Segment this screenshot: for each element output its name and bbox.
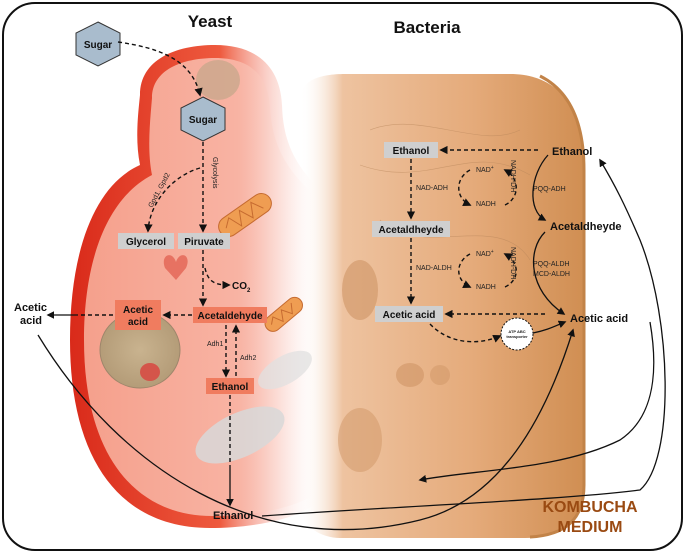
svg-text:Acetic: Acetic <box>123 305 153 316</box>
acetaldheyde-bacteria-box: Acetaldheyde <box>372 221 450 237</box>
svg-text:Sugar: Sugar <box>189 115 217 126</box>
acetic-acid-right-label: Acetic acid <box>570 313 628 325</box>
acetic-acid-left-label-2: acid <box>20 315 42 327</box>
svg-text:Acetic acid: Acetic acid <box>383 310 436 321</box>
svg-text:transporter: transporter <box>506 334 528 339</box>
nadh-2: NADH <box>476 284 496 291</box>
pqq-adh-label: PQQ-ADH <box>533 186 566 193</box>
acetaldheyde-right-label: Acetaldheyde <box>550 221 622 233</box>
nad-plus-2: NAD+ <box>476 249 494 258</box>
svg-text:Ethanol: Ethanol <box>393 146 430 157</box>
sugar-inside-hexagon: Sugar <box>180 96 226 142</box>
mcd-aldh-label: MCD-ALDH <box>533 271 570 278</box>
acetaldehyde-yeast-box: Acetaldehyde <box>193 307 267 323</box>
ethanol-right-label: Ethanol <box>552 146 592 158</box>
svg-text:acid: acid <box>128 317 148 328</box>
svg-text:Ethanol: Ethanol <box>212 382 249 393</box>
yeast-title: Yeast <box>188 12 233 31</box>
ethanol-bacteria-box: Ethanol <box>384 142 438 158</box>
glycolysis-label: Glycolysis <box>211 157 218 189</box>
nadh-1: NADH <box>476 201 496 208</box>
sugar-outside-hexagon: Sugar <box>75 21 121 67</box>
medium-label: MEDIUM <box>558 519 623 536</box>
adh2-label: Adh2 <box>240 355 256 362</box>
svg-text:Piruvate: Piruvate <box>184 237 224 248</box>
yeast-cell <box>70 45 320 528</box>
nad-adh-label: NAD-ADH <box>416 185 448 192</box>
glycerol-box: Glycerol <box>118 233 174 249</box>
svg-text:ATP ABC: ATP ABC <box>508 329 525 334</box>
svg-text:Sugar: Sugar <box>84 40 112 51</box>
bacteria-title: Bacteria <box>393 18 461 37</box>
ethanol-bottom-label: Ethanol <box>213 510 253 522</box>
svg-text:Acetaldheyde: Acetaldheyde <box>378 225 443 236</box>
membrane-nadh-dh-2: NADH-DH <box>509 247 516 279</box>
ethanol-yeast-box: Ethanol <box>206 378 254 394</box>
pqq-aldh-label: PQQ-ALDH <box>533 261 570 268</box>
svg-text:Glycerol: Glycerol <box>126 237 166 248</box>
nad-aldh-label: NAD-ALDH <box>416 265 452 272</box>
piruvate-box: Piruvate <box>178 233 230 249</box>
kombucha-label: KOMBUCHA <box>542 499 638 516</box>
acetic-acid-left-label: Acetic <box>14 302 47 314</box>
membrane-nadh-dh-1: NADH-DH <box>509 160 516 192</box>
atp-abc-transporter: ATP ABC transporter <box>500 317 534 351</box>
co2-label: CO2 <box>232 281 251 294</box>
nad-plus-1: NAD+ <box>476 165 494 174</box>
acetic-acid-bacteria-box: Acetic acid <box>375 306 443 322</box>
adh1-label: Adh1 <box>207 341 223 348</box>
acetic-acid-yeast-box: Acetic acid <box>115 300 161 330</box>
mitochondrion <box>218 193 272 237</box>
svg-text:Acetaldehyde: Acetaldehyde <box>197 311 262 322</box>
